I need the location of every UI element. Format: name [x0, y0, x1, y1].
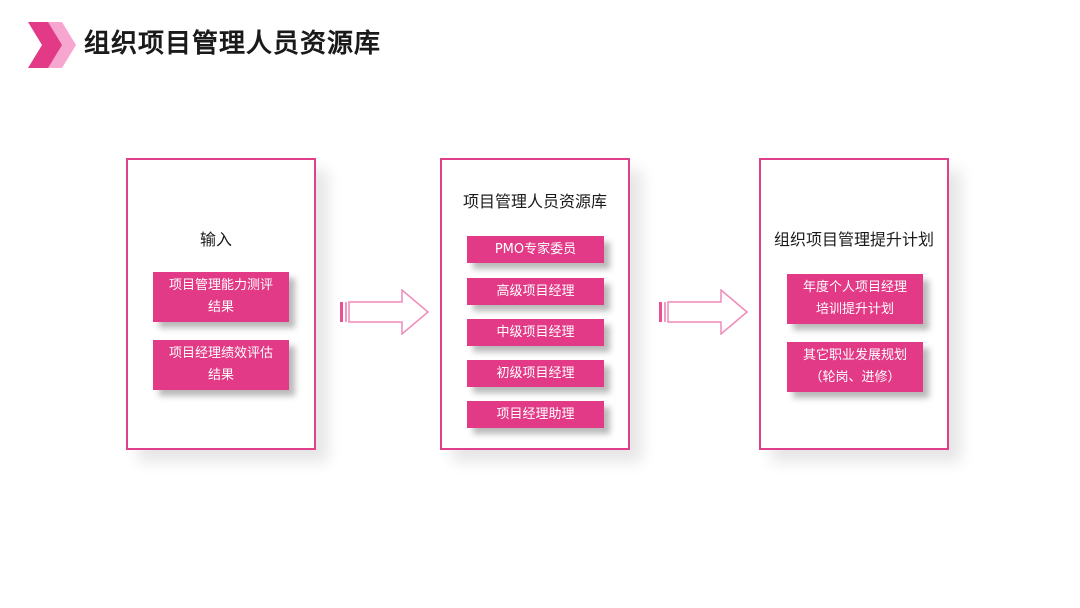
output-item-career-plan: 其它职业发展规划 （轮岗、进修） [787, 342, 923, 392]
page-title: 组织项目管理人员资源库 [84, 29, 382, 59]
output-panel-title: 组织项目管理提升计划 [773, 230, 934, 249]
chevron-logo-icon [28, 22, 76, 68]
right-arrow-icon [340, 289, 430, 335]
input-panel-title: 输入 [199, 230, 232, 249]
input-panel: 输入 项目管理能力测评 结果 项目经理绩效评估 结果 [126, 158, 316, 450]
output-item-training-plan: 年度个人项目经理 培训提升计划 [787, 274, 923, 324]
input-item-performance-evaluation: 项目经理绩效评估 结果 [153, 340, 289, 390]
resource-item-senior-pm: 高级项目经理 [467, 278, 604, 305]
resource-item-mid-pm: 中级项目经理 [467, 319, 604, 346]
right-arrow-icon [659, 289, 749, 335]
resource-item-pmo-expert: PMO专家委员 [467, 236, 604, 263]
resource-item-junior-pm: 初级项目经理 [467, 360, 604, 387]
resource-item-pm-assistant: 项目经理助理 [467, 401, 604, 428]
resource-pool-panel: 项目管理人员资源库 PMO专家委员 高级项目经理 中级项目经理 初级项目经理 项… [440, 158, 630, 450]
resource-pool-panel-title: 项目管理人员资源库 [462, 192, 607, 211]
input-item-capability-assessment: 项目管理能力测评 结果 [153, 272, 289, 322]
output-panel: 组织项目管理提升计划 年度个人项目经理 培训提升计划 其它职业发展规划 （轮岗、… [759, 158, 949, 450]
